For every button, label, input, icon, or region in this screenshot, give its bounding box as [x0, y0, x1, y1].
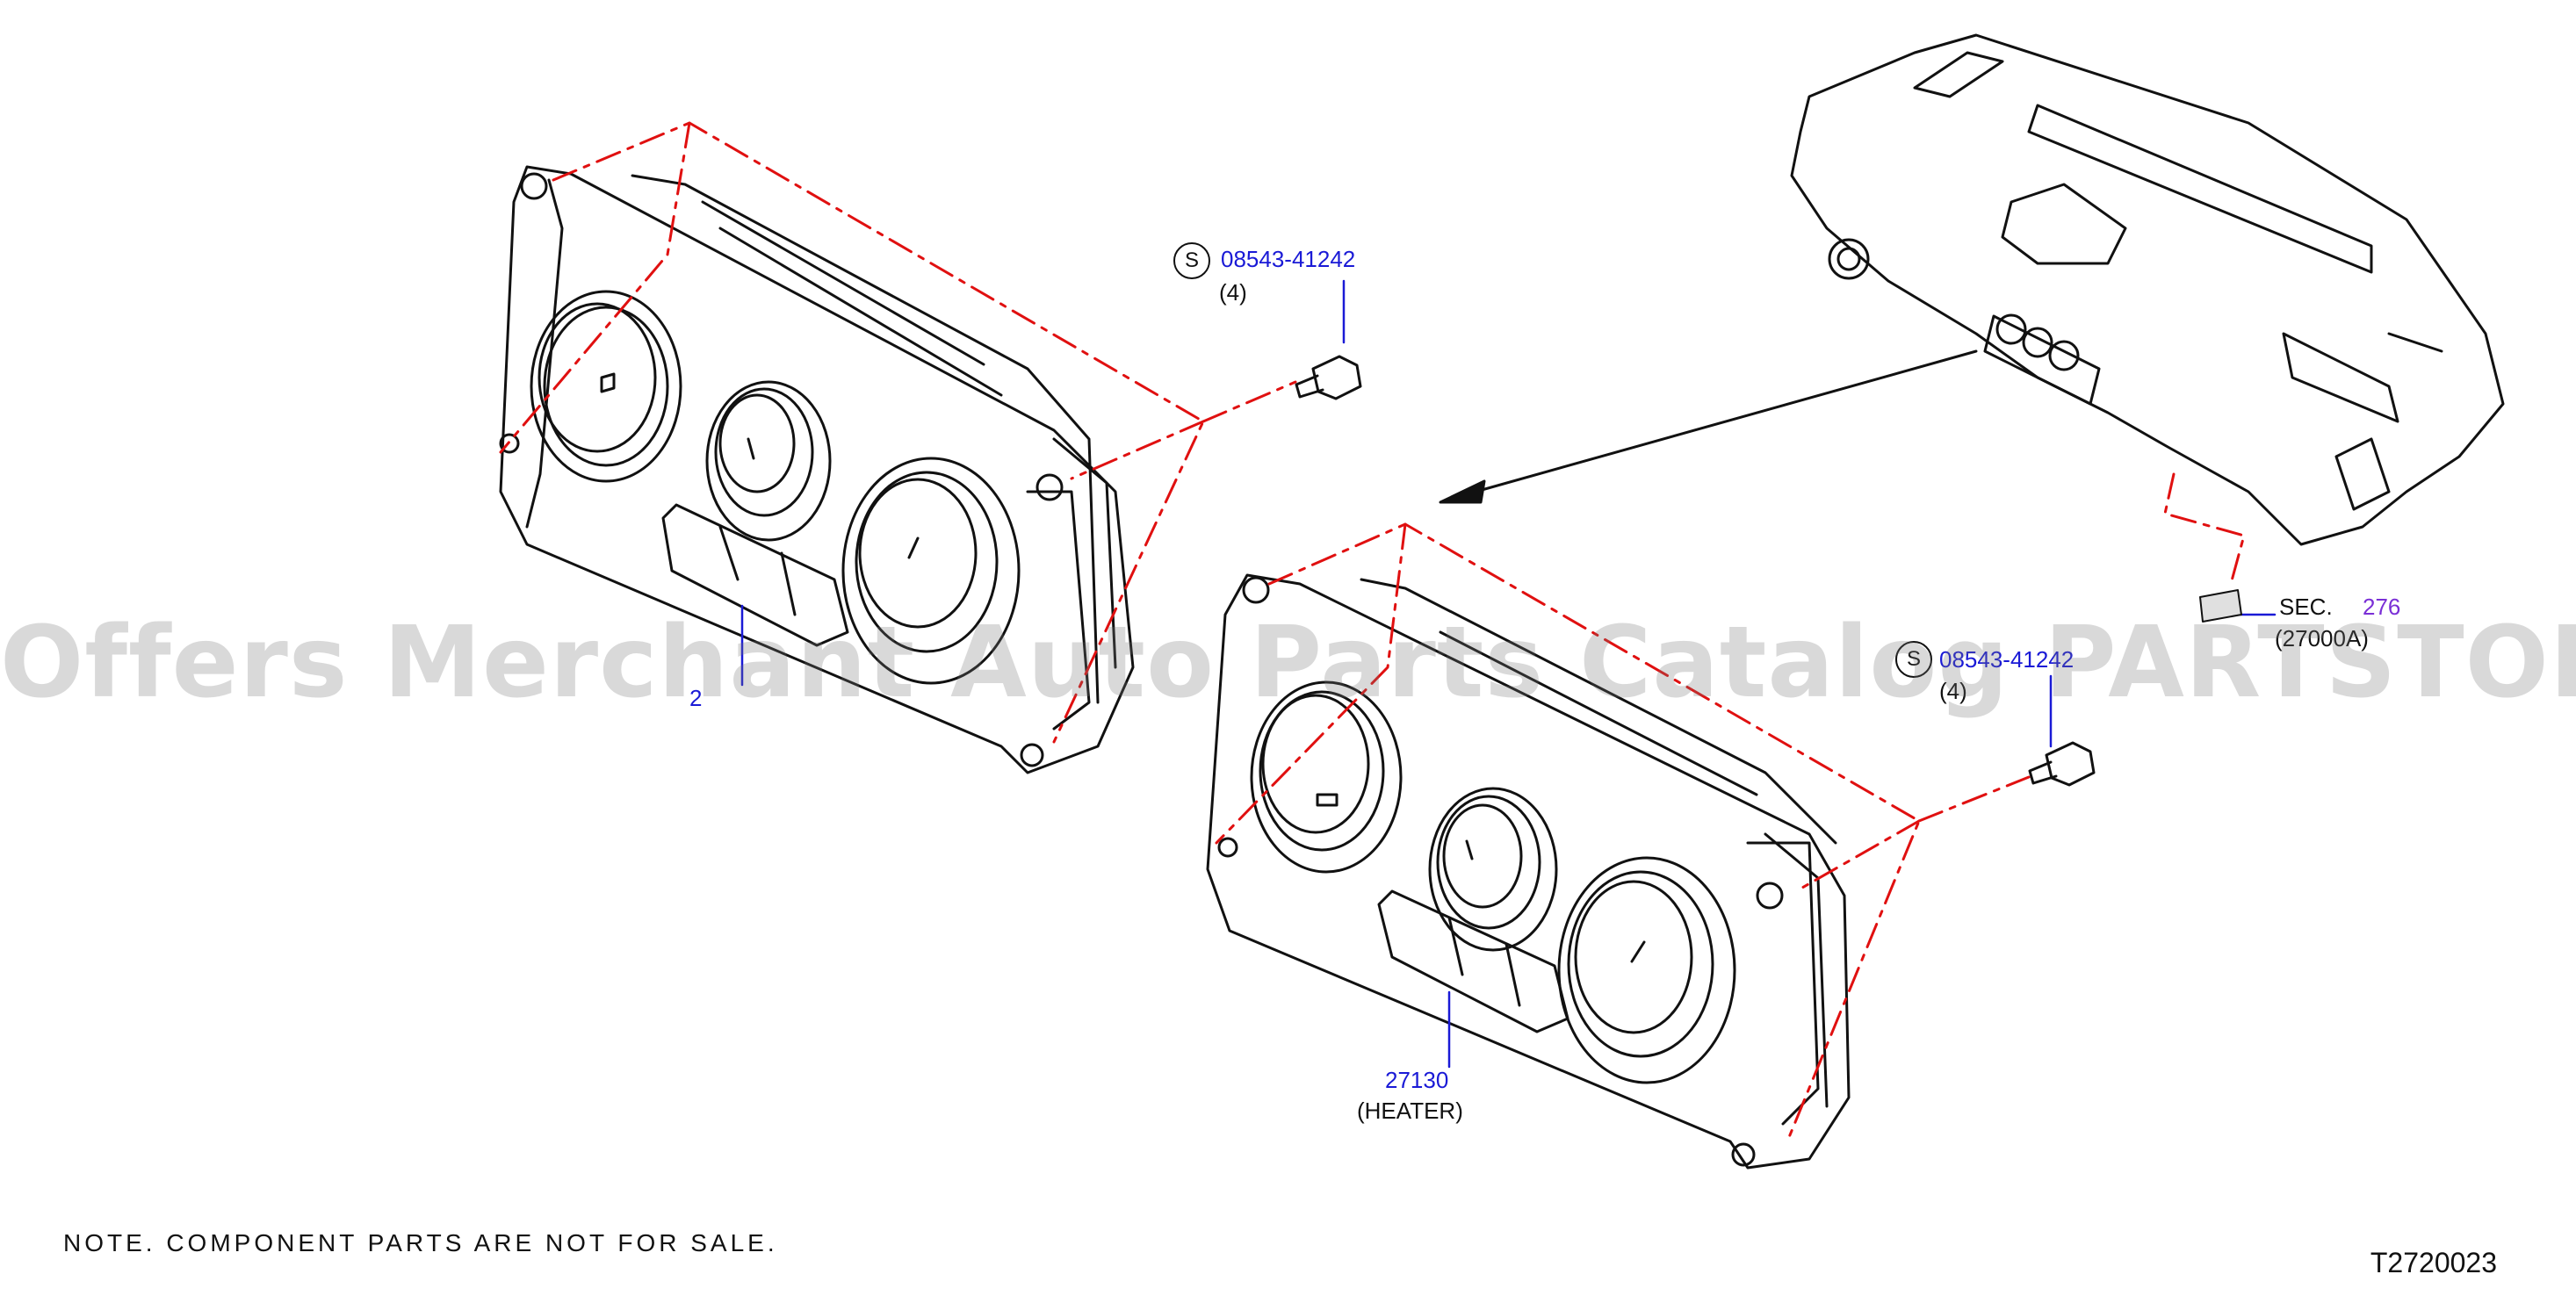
upper-screw — [1295, 355, 1362, 400]
quantity-lower-bolt: (4) — [1939, 678, 1967, 704]
part-number-lower-unit[interactable]: 27130 — [1385, 1067, 1449, 1093]
upper-control-unit — [499, 165, 1135, 774]
location-arrow — [1439, 349, 1978, 504]
lower-unit-description: (HEATER) — [1357, 1098, 1463, 1124]
standard-part-symbol-lower: S — [1895, 641, 1932, 678]
section-ref-number[interactable]: 276 — [2363, 594, 2401, 620]
phantom-lines — [499, 121, 2246, 1143]
watermark: Offers Merchant Auto Parts Catalog PARTS… — [0, 606, 2576, 720]
dashboard-assembly — [1790, 33, 2505, 546]
standard-part-symbol-upper: S — [1173, 242, 1210, 279]
component-note: NOTE. COMPONENT PARTS ARE NOT FOR SALE. — [63, 1229, 778, 1256]
diagram-code: T2720023 — [2370, 1247, 2497, 1278]
part-number-upper-bolt[interactable]: 08543-41242 — [1221, 246, 1356, 272]
part-number-lower-bolt[interactable]: 08543-41242 — [1939, 646, 2075, 673]
section-ref-marker — [2199, 589, 2242, 623]
section-ref-sub: (27000A) — [2275, 625, 2369, 652]
section-ref-prefix: SEC. — [2279, 594, 2333, 620]
quantity-upper-bolt: (4) — [1219, 279, 1247, 306]
lower-screw — [2028, 741, 2096, 787]
lower-control-unit — [1206, 573, 1851, 1170]
part-number-upper-unit[interactable]: 2 — [689, 685, 703, 711]
